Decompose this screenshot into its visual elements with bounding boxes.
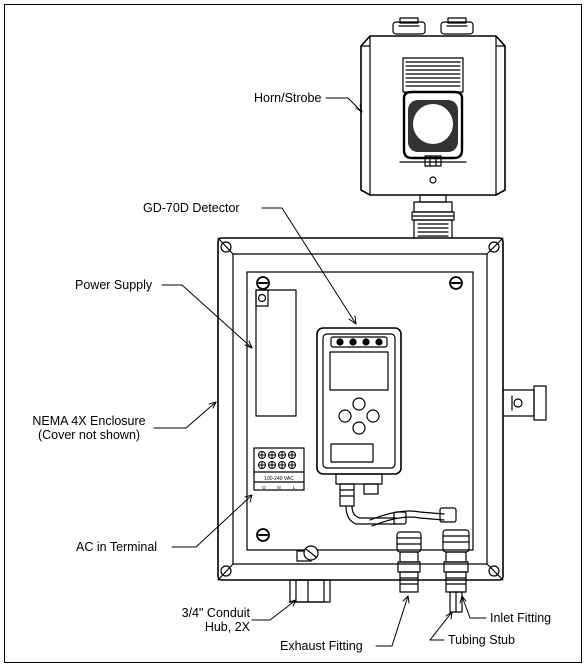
conduit-hub	[289, 579, 331, 603]
detector-label: GD-70D Detector	[143, 201, 240, 215]
power-supply-label: Power Supply	[75, 278, 153, 292]
conduit-hub-label-line1: 3/4" Conduit	[181, 606, 250, 620]
ac-terminal-label: AC in Terminal	[76, 540, 158, 554]
gd-70d-detector	[316, 327, 402, 525]
terminal-pin-g: G	[262, 485, 266, 490]
terminal-voltage-label: 100-240 VAC	[264, 476, 294, 482]
conduit-hub-label: 3/4" Conduit Hub, 2X	[150, 606, 250, 634]
horn-strobe	[360, 17, 506, 241]
enclosure-label: NEMA 4X Enclosure (Cover not shown)	[24, 414, 154, 442]
terminal-pin-n: N	[277, 485, 280, 490]
conduit-hub-label-line2: Hub, 2X	[204, 620, 250, 634]
inlet-fitting-label: Inlet Fitting	[490, 611, 552, 625]
terminal-pin-l: L	[293, 485, 296, 490]
leader-lines	[153, 97, 487, 647]
ac-terminal-block: 100-240 VAC G N L	[253, 447, 305, 491]
drawing-border	[4, 4, 582, 663]
tubing-stub-label: Tubing Stub	[448, 633, 515, 647]
horn-strobe-label: Horn/Strobe	[254, 91, 322, 105]
nema-4x-enclosure	[217, 237, 547, 581]
fittings-and-tubing	[369, 507, 470, 613]
power-supply	[255, 289, 297, 417]
enclosure-label-line1: NEMA 4X Enclosure	[32, 414, 146, 428]
enclosure-label-line2: (Cover not shown)	[37, 428, 141, 442]
exhaust-fitting-label: Exhaust Fitting	[280, 639, 363, 653]
